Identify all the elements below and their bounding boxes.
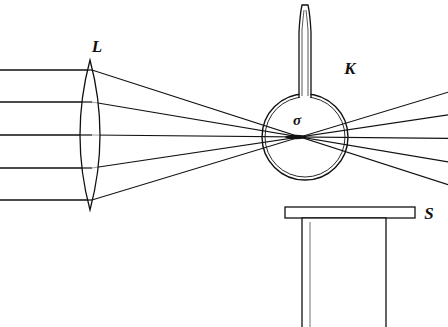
bulb-outer-wall xyxy=(262,94,348,180)
light-ray xyxy=(0,102,448,162)
column-shading xyxy=(310,222,311,327)
focus-spot xyxy=(285,135,307,139)
lens-label: L xyxy=(90,37,104,56)
bulb-neck xyxy=(299,5,311,98)
stand-plate xyxy=(285,207,415,218)
stand-label: S xyxy=(422,204,435,223)
neck-opening xyxy=(300,88,311,100)
bulb-inner-wall xyxy=(265,97,345,177)
glass-bulb xyxy=(262,5,348,180)
bulb-label: K xyxy=(342,59,357,78)
neck-inner-wall xyxy=(302,10,308,96)
stand-column xyxy=(302,218,386,327)
light-ray xyxy=(0,92,448,200)
light-rays xyxy=(0,70,448,200)
stand xyxy=(285,207,415,327)
focus-label: σ xyxy=(292,113,302,128)
light-ray xyxy=(0,70,92,200)
